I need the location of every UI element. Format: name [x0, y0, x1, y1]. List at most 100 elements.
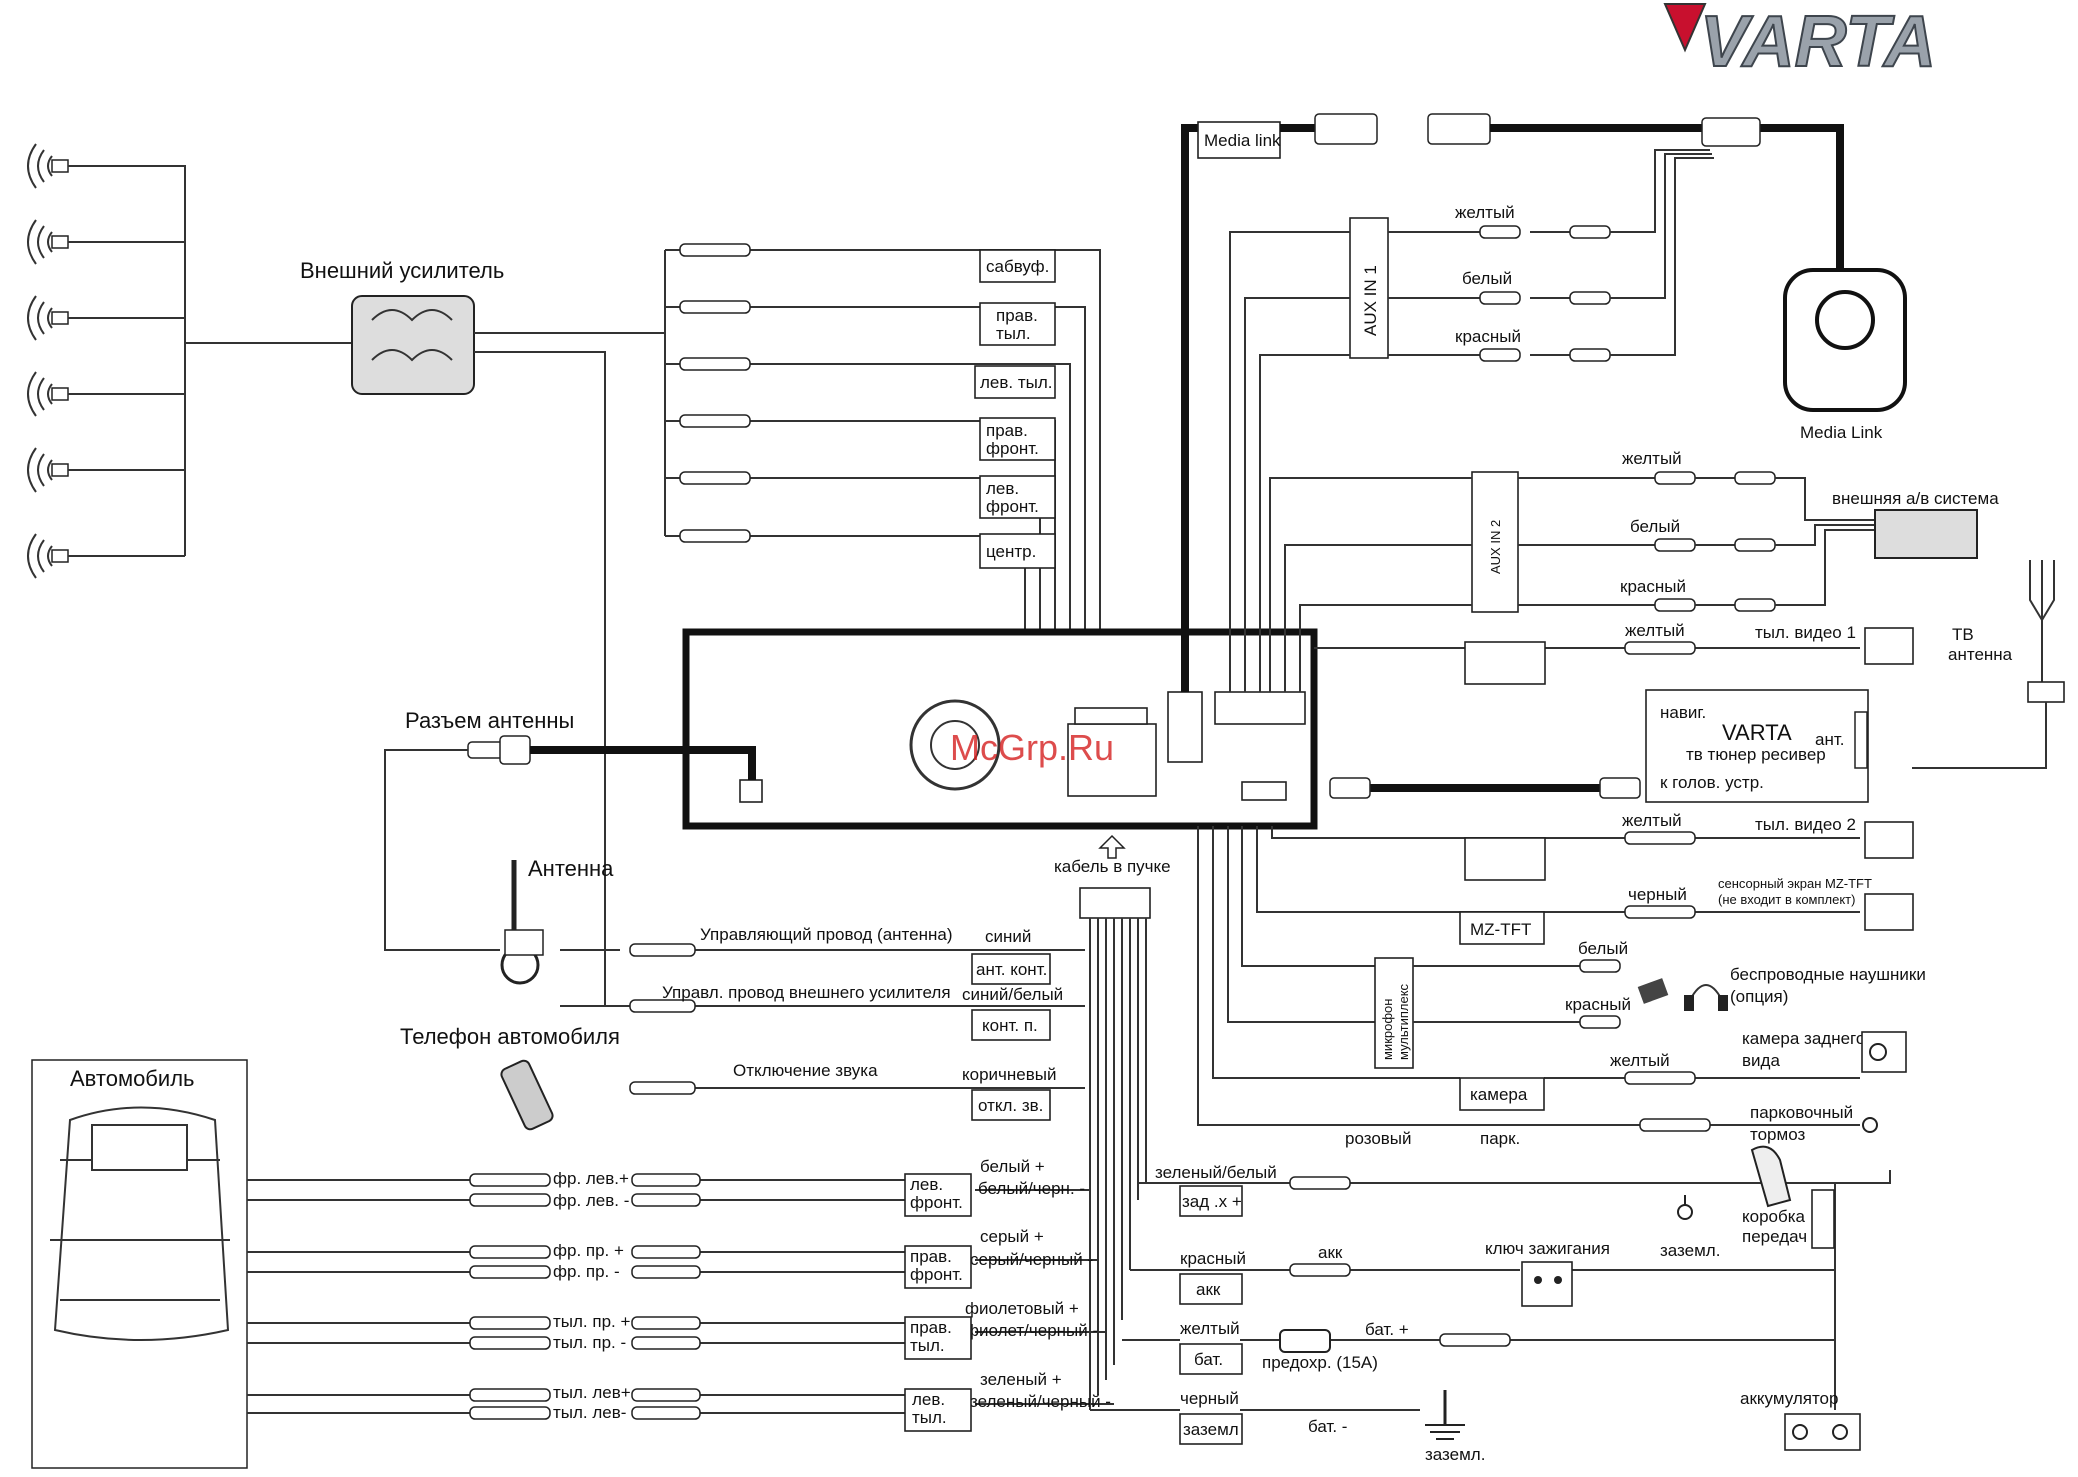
power-channel: зеленый/белый зад .х + [1155, 1163, 1277, 1217]
right-wire-color: желтый [1625, 621, 1685, 640]
speaker-wire-2: зеленый/черный - [970, 1392, 1111, 1411]
fuse-icon [1279, 1329, 1331, 1353]
media-link-label: Media Link [1800, 423, 1883, 442]
power-channel: красный акк [1179, 1249, 1246, 1305]
amp-out-label: центр. [986, 542, 1036, 561]
control-wire-color: синий [985, 927, 1031, 946]
media-link-device [1783, 268, 1907, 412]
mute-label: Отключение звука [733, 1061, 878, 1080]
control-wire-color: коричневый [962, 1065, 1056, 1084]
power-channel: желтый бат. [1179, 1319, 1243, 1375]
antenna-section: Разъем антенны Антенна [384, 708, 756, 985]
right-wire-color: желтый [1610, 1051, 1670, 1070]
rear-video-label: тыл. видео 2 [1755, 815, 1856, 834]
fuse-label: предохр. (15A) [1262, 1353, 1378, 1372]
power-wire-box: бат. [1194, 1350, 1223, 1369]
ground-icon [1425, 1390, 1465, 1440]
speaker-minus-label: фр. лев. - [553, 1191, 629, 1210]
speaker-wire-1: серый + [980, 1227, 1044, 1246]
aux1-label: AUX IN 1 [1361, 265, 1380, 336]
aux-color-label: желтый [1455, 203, 1515, 222]
speaker-plugs [469, 1173, 701, 1420]
speaker-icon [27, 533, 69, 579]
speaker-channel: фр. пр. + фр. пр. - серый + серый/черный… [553, 1227, 1093, 1289]
amp-output-box: прав. тыл. [979, 302, 1056, 346]
pink-label: розовый [1345, 1129, 1412, 1148]
media-link-connector [1314, 113, 1378, 145]
external-av-device [1874, 509, 1978, 559]
speaker-icon [27, 371, 69, 417]
power-wires: зеленый/белый зад .х + красный акк желты… [1090, 1163, 1891, 1464]
monitor-icon [1864, 893, 1914, 931]
amp-control-label: Управл. провод внешнего усилителя [662, 983, 951, 1002]
touch-screen-label: (не входит в комплект) [1718, 892, 1855, 907]
power-wire-color: желтый [1180, 1319, 1240, 1338]
amp-out-label: сабвуф. [986, 257, 1049, 276]
amp-out-label: прав. [996, 306, 1038, 325]
antenna-port [739, 779, 763, 803]
speaker-wire-1: фиолетовый + [965, 1299, 1079, 1318]
bundle: кабель в пучке [1054, 834, 1171, 1410]
speaker-wire-1: белый + [980, 1157, 1045, 1176]
speaker-plus-label: фр. лев.+ [553, 1169, 629, 1188]
right-wire-color: красный [1565, 995, 1631, 1014]
aux-color-label: красный [1620, 577, 1686, 596]
speaker-box-label: прав. [910, 1318, 952, 1337]
speaker-box-label: лев. [910, 1175, 943, 1194]
ground-label: заземл. [1660, 1241, 1720, 1260]
mic-box [1374, 957, 1414, 1069]
power-wire-color: красный [1180, 1249, 1246, 1268]
speaker-box-label: фронт. [910, 1265, 963, 1284]
ignition-label: ключ зажигания [1485, 1239, 1610, 1258]
speaker-plus-label: фр. пр. + [553, 1241, 624, 1260]
aux2-section: AUX IN 2 желтый белый красный внешняя а/… [1269, 449, 1999, 692]
speaker-channel: фр. лев.+ фр. лев. - белый + белый/черн.… [553, 1157, 1085, 1217]
amp-output-box: сабвуф. [979, 249, 1056, 283]
bat-plus-label: бат. + [1365, 1320, 1409, 1339]
speaker-channel: тыл. пр. + тыл. пр. - фиолетовый + фиоле… [553, 1299, 1098, 1360]
varta-logo: VARTA [1663, 1, 1937, 83]
speaker-minus-label: фр. пр. - [553, 1262, 620, 1281]
battery-icon [1784, 1413, 1861, 1451]
varta-logo-text: VARTA [1700, 2, 1936, 82]
mic-label: мультиплекс [1396, 983, 1411, 1060]
aux2-label: AUX IN 2 [1488, 520, 1503, 574]
aux2-box [1471, 471, 1519, 613]
aux-color-label: желтый [1622, 449, 1682, 468]
media-link-port [1167, 691, 1203, 763]
tv-tuner-box [1645, 689, 1869, 803]
head-unit-label: к голов. устр. [1660, 773, 1764, 792]
headphones-label: беспроводные наушники [1730, 965, 1926, 984]
speaker-wire-2: серый/черный - [970, 1250, 1093, 1269]
speaker-plus-label: тыл. лев+ [553, 1383, 631, 1402]
speaker-icon [27, 143, 69, 189]
navig-label: навиг. [1660, 703, 1706, 722]
control-wire-box: конт. п. [982, 1016, 1038, 1035]
aux-color-label: красный [1455, 327, 1521, 346]
camera-box-label: камера [1470, 1085, 1528, 1104]
camera-label: камера заднего [1742, 1029, 1865, 1048]
bundle-label: кабель в пучке [1054, 857, 1171, 876]
rear-video-label: тыл. видео 1 [1755, 623, 1856, 642]
speaker-box-label: прав. [910, 1247, 952, 1266]
amp-out-label: прав. [986, 421, 1028, 440]
power-wire-color: зеленый/белый [1155, 1163, 1277, 1182]
gearbox-label: передач [1742, 1227, 1807, 1246]
amp-output-plugs [679, 243, 751, 543]
speaker-box-label: фронт. [910, 1193, 963, 1212]
amp-out-label: лев. тыл. [980, 373, 1053, 392]
ground-label: заземл. [1425, 1445, 1485, 1464]
tv-antenna-icon [1912, 560, 2065, 769]
camera-label: вида [1742, 1051, 1780, 1070]
power-wire-box: акк [1196, 1280, 1221, 1299]
acc-label: акк [1318, 1243, 1343, 1262]
battery-label: аккумулятор [1740, 1389, 1838, 1408]
power-channel: черный заземл [1179, 1389, 1243, 1445]
mz-tft-box-label: MZ-TFT [1470, 920, 1531, 939]
right-wire-color: белый [1578, 939, 1628, 958]
speaker-icon [27, 295, 69, 341]
media-link-section: Media link Media Link AUX IN 1 желтый бе… [1181, 113, 1907, 692]
speaker-minus-label: тыл. лев- [553, 1403, 626, 1422]
speaker-wires: фр. лев.+ фр. лев. - белый + белый/черн.… [247, 1157, 1114, 1432]
